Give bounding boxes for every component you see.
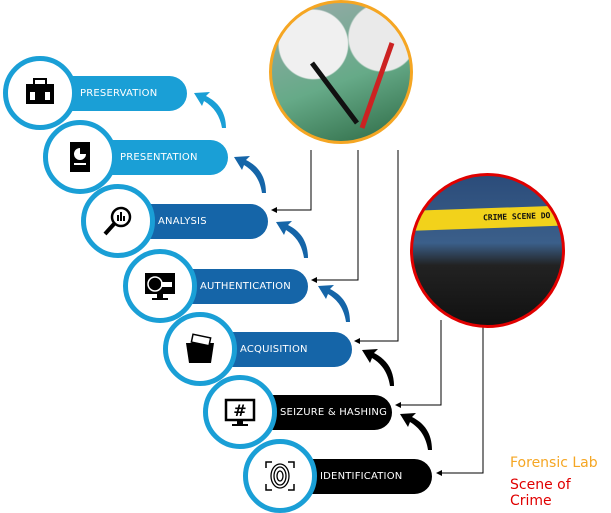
hash-monitor-icon: #	[224, 398, 256, 426]
step-label: ACQUISITION	[240, 344, 308, 355]
report-icon	[70, 142, 90, 172]
svg-text:#: #	[233, 401, 246, 420]
fingerprint-monitor-icon	[145, 273, 175, 300]
crime-tape: CRIME SCENE DO NOT CROSS	[413, 204, 562, 232]
step-icon-circle	[3, 56, 77, 130]
step-icon-circle	[243, 439, 317, 513]
curved-arrows	[194, 92, 432, 450]
curved-arrow	[276, 221, 308, 258]
step-icon-circle	[163, 312, 237, 386]
probe-icon	[310, 42, 395, 129]
legend-scene-of-crime: Scene of Crime	[510, 477, 571, 509]
lab-to-authentication-line	[311, 150, 359, 283]
step-label: PRESERVATION	[80, 88, 158, 99]
forensic-lab-photo	[269, 0, 413, 144]
curved-arrow	[234, 156, 266, 193]
fingerprint-icon	[265, 461, 295, 491]
step-label: AUTHENTICATION	[200, 281, 291, 292]
curved-arrow	[194, 92, 226, 128]
step-icon-circle	[123, 249, 197, 323]
step-label: SEIZURE & HASHING	[280, 407, 388, 418]
step-icon-circle: #	[203, 375, 277, 449]
crime-to-identification-line	[436, 325, 484, 476]
crime-to-seizure-line	[395, 320, 442, 408]
magnifier-chart-icon	[103, 206, 132, 236]
step-icon-circle	[81, 184, 155, 258]
briefcase-icon	[26, 78, 54, 104]
step-label: ANALYSIS	[158, 216, 207, 227]
lab-to-analysis-line	[271, 150, 312, 213]
curved-arrow	[362, 349, 394, 386]
step-label: PRESENTATION	[120, 152, 198, 163]
legend-forensic-lab: Forensic Lab	[510, 455, 598, 471]
lab-to-acquisition-line	[354, 150, 399, 344]
folder-icon	[186, 333, 214, 363]
curved-arrow	[318, 285, 350, 322]
curved-arrow	[400, 413, 432, 450]
step-icon-circle	[43, 120, 117, 194]
crime-scene-photo: CRIME SCENE DO NOT CROSS	[410, 173, 565, 328]
step-label: IDENTIFICATION	[320, 471, 403, 482]
